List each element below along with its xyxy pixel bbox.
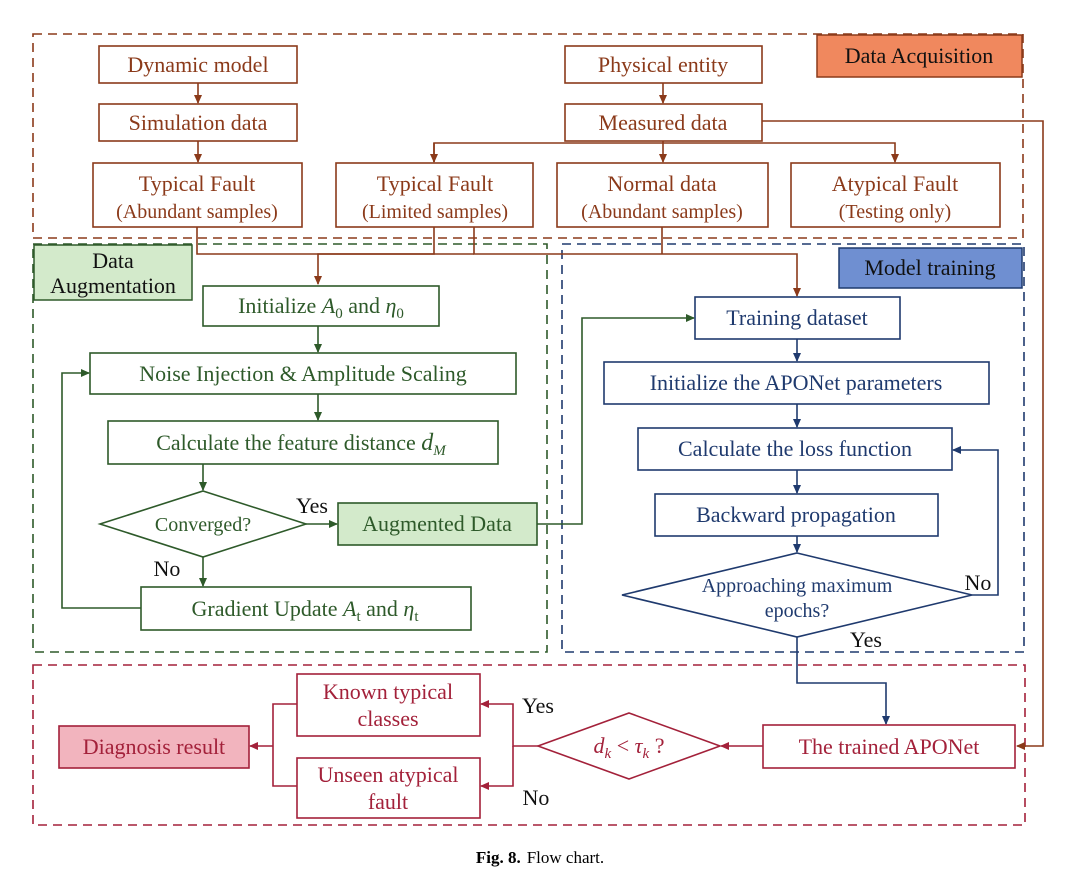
converged-decision: Converged? — [97, 490, 309, 558]
converged-yes-label: Yes — [296, 493, 328, 518]
noise-injection-text: Noise Injection & Amplitude Scaling — [139, 361, 467, 386]
dynamic-model-box: Dynamic model — [98, 45, 298, 84]
diagnosis-result-box: Diagnosis result — [58, 725, 250, 769]
data-augmentation-label-line2: Augmentation — [50, 273, 176, 298]
trained-aponet-box: The trained APONet — [762, 724, 1016, 769]
known-typical-box: Known typical classes — [296, 673, 481, 737]
data-augmentation-frame — [32, 243, 548, 653]
figure-caption-label: Fig. 8. — [476, 848, 521, 867]
threshold-no-label: No — [523, 785, 550, 810]
atypical-fault-line2: (Testing only) — [839, 201, 951, 223]
max-epochs-decision: Approaching maximum epochs? — [621, 552, 973, 638]
known-typical-line1: Known typical — [323, 679, 453, 704]
feature-distance-text: Calculate the feature distance dM — [156, 430, 447, 459]
loss-function-text: Calculate the loss function — [678, 436, 912, 461]
max-epochs-line2: epochs? — [765, 600, 830, 622]
model-training-frame — [561, 243, 1025, 653]
data-acquisition-label-text: Data Acquisition — [845, 43, 993, 68]
gradient-update-box: Gradient Update At and ηt — [140, 586, 472, 631]
max-epochs-line1: Approaching maximum — [702, 575, 893, 597]
diagnosis-arrows — [249, 700, 763, 790]
typical-fault-limited-box: Typical Fault (Limited samples) — [335, 162, 534, 228]
converged-text: Converged? — [155, 514, 251, 536]
trained-aponet-text: The trained APONet — [799, 734, 980, 759]
gradient-update-text: Gradient Update At and ηt — [192, 596, 420, 625]
physical-entity-text: Physical entity — [598, 52, 728, 77]
figure-caption: Fig. 8. Flow chart. — [476, 848, 604, 867]
loss-function-box: Calculate the loss function — [637, 427, 953, 471]
unseen-atypical-line1: Unseen atypical — [317, 762, 458, 787]
augmented-data-box: Augmented Data — [337, 502, 538, 546]
typical-fault-abundant-box: Typical Fault (Abundant samples) — [92, 162, 303, 228]
threshold-decision-text: dk < τk ? — [594, 733, 665, 762]
normal-data-line1: Normal data — [607, 171, 717, 196]
max-epochs-yes-label: Yes — [850, 627, 882, 652]
acquisition-arrows — [194, 83, 1044, 750]
augmentation-arrows — [61, 314, 695, 609]
diagnosis-frame — [32, 664, 1026, 826]
backward-propagation-box: Backward propagation — [654, 493, 939, 537]
measured-data-text: Measured data — [599, 110, 728, 135]
model-training-label: Model training — [838, 247, 1023, 289]
unseen-atypical-box: Unseen atypical fault — [296, 757, 481, 819]
dynamic-model-text: Dynamic model — [127, 52, 268, 77]
measured-data-box: Measured data — [564, 103, 763, 142]
initialize-aponet-text: Initialize the APONet parameters — [650, 370, 943, 395]
threshold-yes-label: Yes — [522, 693, 554, 718]
max-epochs-no-label: No — [965, 570, 992, 595]
atypical-fault-line1: Atypical Fault — [832, 171, 958, 196]
typical-fault-abundant-line2: (Abundant samples) — [116, 201, 278, 223]
typical-fault-limited-line1: Typical Fault — [377, 171, 493, 196]
typical-fault-abundant-line1: Typical Fault — [139, 171, 255, 196]
data-acquisition-label: Data Acquisition — [816, 34, 1023, 78]
initialize-a0-eta0-box: Initialize A0 and η0 — [202, 285, 440, 327]
unseen-atypical-line2: fault — [368, 789, 408, 814]
normal-data-line2: (Abundant samples) — [581, 201, 743, 223]
data-augmentation-label-line1: Data — [92, 248, 134, 273]
threshold-decision: dk < τk ? — [535, 712, 723, 780]
training-dataset-text: Training dataset — [726, 305, 868, 330]
physical-entity-box: Physical entity — [564, 45, 763, 84]
converged-no-label: No — [154, 556, 181, 581]
simulation-data-text: Simulation data — [129, 110, 268, 135]
training-dataset-box: Training dataset — [694, 296, 901, 340]
simulation-data-box: Simulation data — [98, 103, 298, 142]
data-augmentation-label: Data Augmentation — [33, 244, 193, 301]
augmented-data-text: Augmented Data — [362, 511, 512, 536]
model-training-label-text: Model training — [864, 255, 995, 280]
diagnosis-result-text: Diagnosis result — [83, 734, 225, 759]
data-acquisition-frame — [32, 33, 1024, 239]
known-typical-line2: classes — [357, 706, 418, 731]
typical-fault-limited-line2: (Limited samples) — [362, 201, 508, 223]
training-arrows — [793, 339, 999, 725]
feature-distance-box: Calculate the feature distance dM — [107, 420, 499, 465]
initialize-aponet-box: Initialize the APONet parameters — [603, 361, 990, 405]
backward-propagation-text: Backward propagation — [696, 502, 896, 527]
normal-data-box: Normal data (Abundant samples) — [556, 162, 769, 228]
noise-injection-box: Noise Injection & Amplitude Scaling — [89, 352, 517, 395]
figure-caption-text: Flow chart. — [527, 848, 604, 867]
initialize-a0-eta0-text: Initialize A0 and η0 — [238, 293, 404, 322]
atypical-fault-box: Atypical Fault (Testing only) — [790, 162, 1001, 228]
